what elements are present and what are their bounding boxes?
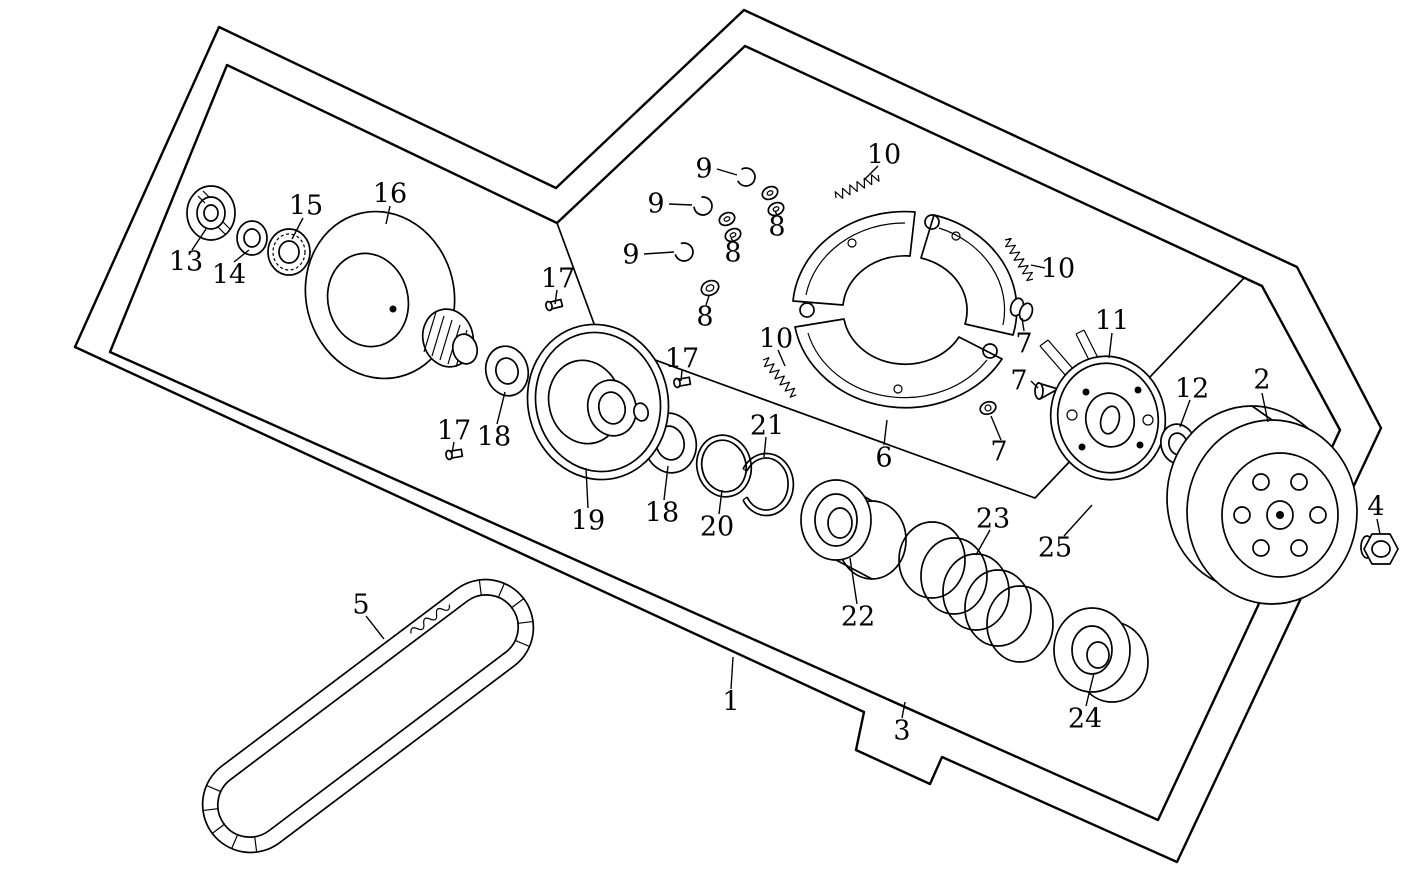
belt-end-hatching [202, 579, 534, 853]
part-label-9-2: 9 [647, 188, 665, 220]
part-label-4: 4 [1367, 491, 1385, 523]
part-label-6: 6 [875, 442, 893, 474]
part-label-10-2: 10 [1040, 253, 1076, 285]
part-label-23: 23 [975, 503, 1011, 535]
part-14-washer [236, 220, 268, 256]
part-label-11: 11 [1094, 305, 1130, 337]
part-label-17-2: 17 [664, 343, 700, 375]
part-label-24: 24 [1067, 703, 1103, 735]
part-label-16: 16 [372, 178, 408, 210]
part-16-fixed-drive-face [304, 210, 479, 380]
part-17-bolt-c [445, 448, 464, 461]
part-label-5: 5 [352, 589, 370, 621]
part-9-clip-a [736, 167, 756, 187]
part-label-20: 20 [699, 511, 735, 543]
part-label-22: 22 [840, 601, 876, 633]
part-label-21: 21 [749, 410, 785, 442]
part-8-washers-b [718, 211, 742, 243]
part-23-clutch-spring [898, 521, 1054, 663]
part-10-spring-b [1004, 237, 1034, 282]
part-label-17-1: 17 [540, 263, 576, 295]
part-label-8-3: 8 [696, 301, 714, 333]
part-label-1: 1 [722, 686, 740, 718]
part-label-15: 15 [288, 190, 324, 222]
part-9-clip-c [674, 242, 694, 262]
belt-marking [410, 604, 451, 634]
part-label-9-3: 9 [622, 239, 640, 271]
part-label-17-3: 17 [436, 415, 472, 447]
part-label-10-1: 10 [866, 139, 902, 171]
plate-outline [73, 8, 1383, 864]
leader-lines [191, 165, 1381, 719]
part-5-drive-belt [201, 578, 535, 854]
part-17-bolt-b [673, 376, 692, 389]
part-8-washers-a [761, 185, 785, 217]
part-label-7-1: 7 [1015, 328, 1033, 360]
part-18-washer-a [484, 345, 530, 397]
part-7-pin-c [979, 400, 997, 416]
part-10-spring-a [834, 174, 880, 199]
part-label-18-1: 18 [476, 421, 512, 453]
part-label-2: 2 [1253, 364, 1271, 396]
part-label-7-2: 7 [1010, 365, 1028, 397]
part-17-bolt-a [545, 298, 564, 312]
part-4-nut [1360, 533, 1399, 565]
part-label-12: 12 [1174, 373, 1210, 405]
part-label-7-3: 7 [990, 436, 1008, 468]
part-6-clutch-shoes [792, 210, 1018, 409]
part-2-clutch-bell [1166, 405, 1358, 605]
part-19-movable-drive-face [526, 323, 670, 481]
part-label-10-3: 10 [758, 323, 794, 355]
part-label-25: 25 [1037, 532, 1073, 564]
part-8-washer-c [700, 279, 720, 297]
part-label-3: 3 [893, 715, 911, 747]
part-label-8-2: 8 [724, 237, 742, 269]
part-label-14: 14 [211, 259, 247, 291]
part-label-19: 19 [570, 505, 606, 537]
part-label-13: 13 [168, 246, 204, 278]
part-label-18-2: 18 [644, 497, 680, 529]
part-label-9-1: 9 [695, 153, 713, 185]
part-9-clip-b [693, 196, 713, 216]
part-20-ring [695, 434, 753, 498]
part-15-ratchet-nut [267, 228, 311, 276]
part-label-8-1: 8 [768, 211, 786, 243]
part-22-spring-seat [800, 479, 907, 580]
part-11-drive-plate [1039, 329, 1167, 481]
part-10-spring-c [762, 357, 797, 398]
part-24-spring-retainer [1053, 607, 1149, 703]
part-21-circlip [742, 452, 795, 517]
part-13-bearing [186, 185, 236, 241]
